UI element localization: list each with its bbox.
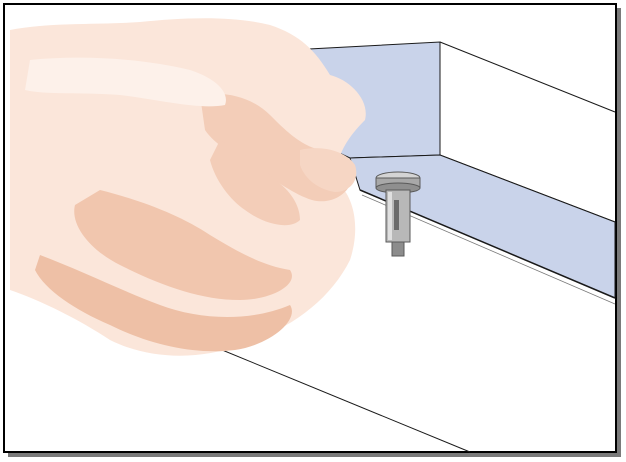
fastener-body-highlight [388,192,392,240]
hand-illustration [10,18,366,355]
fastener-body-slot [394,200,399,230]
fastener-tip [392,242,404,256]
